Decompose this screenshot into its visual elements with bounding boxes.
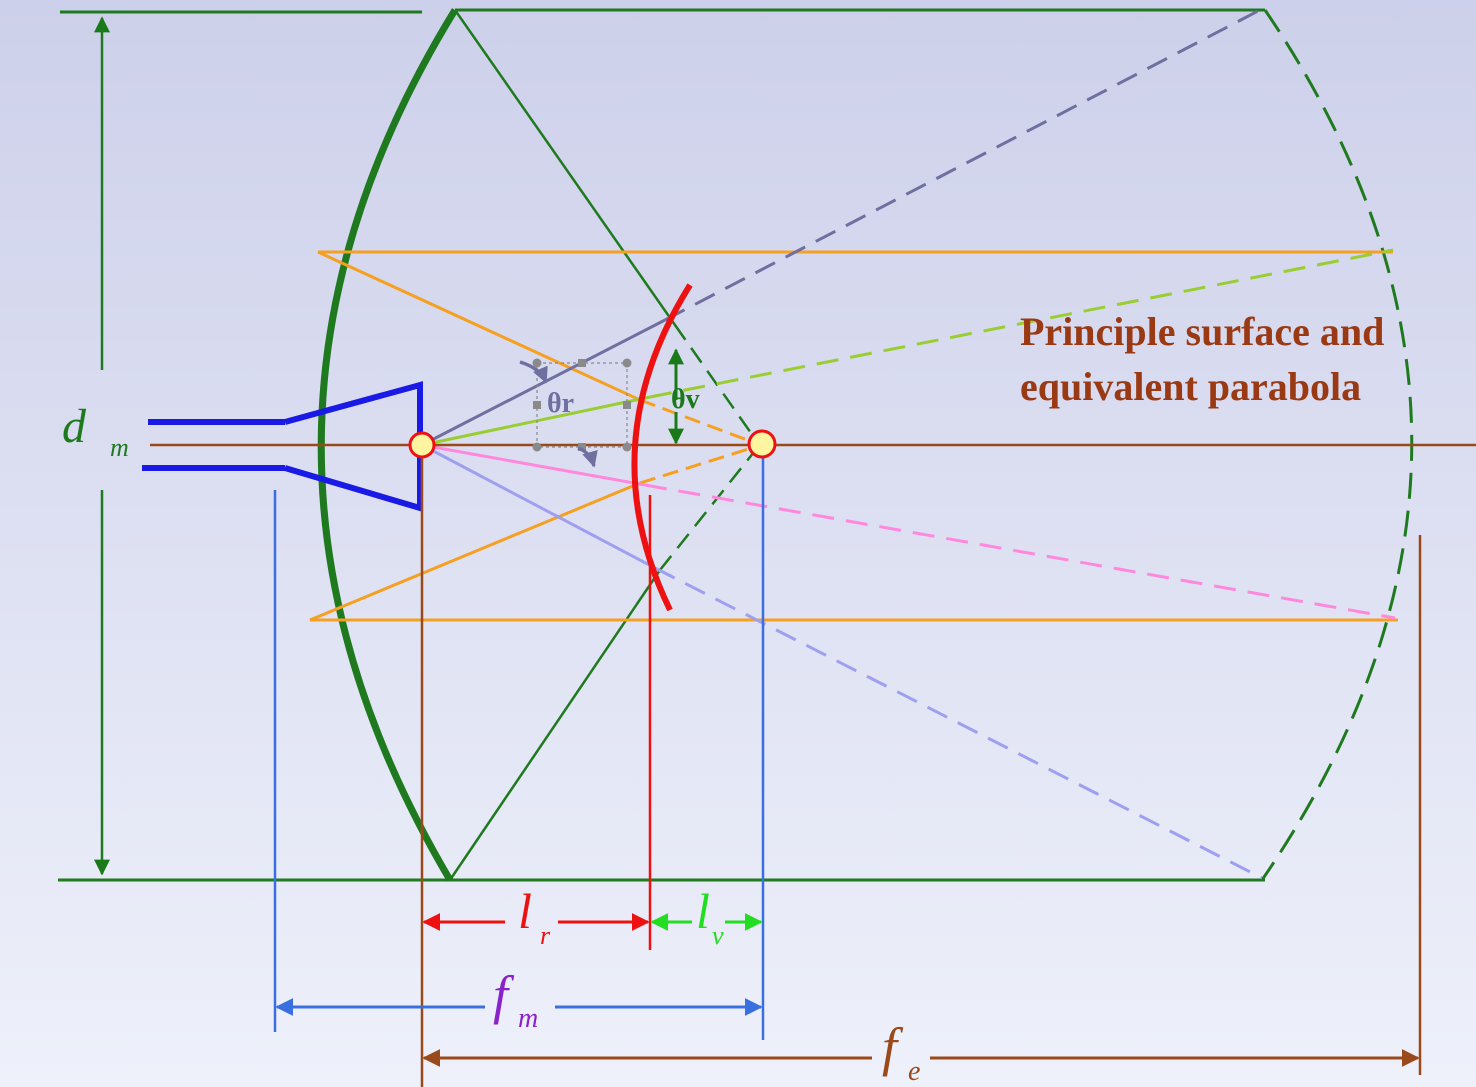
rim-ray-lower: [448, 569, 662, 881]
lv-label: l: [696, 883, 710, 939]
lavender-ray: [421, 443, 656, 570]
lr-label: l: [518, 883, 532, 939]
orange-ray-upper-diagonal: [317, 250, 641, 402]
virtual-focus-point: [747, 429, 777, 459]
theta-r-arrow-bottom: [577, 446, 598, 468]
rim-ray-upper-extension: [673, 324, 760, 444]
purple-ray-extension: [664, 8, 1261, 322]
lime-ray: [421, 395, 651, 447]
lv-subscript: v: [712, 921, 724, 950]
pink-ray: [421, 443, 646, 487]
subreflector: [631, 283, 693, 612]
fe-subscript: e: [908, 1056, 920, 1087]
annotation-line-1: Principle surface and: [1020, 309, 1384, 354]
feed-focus-point: [408, 431, 436, 459]
lime-ray-extension: [649, 248, 1394, 399]
fm-subscript: m: [518, 1003, 538, 1034]
orange-ray-lower-diagonal-ext: [639, 444, 759, 485]
orange-ray-upper-diagonal-ext: [639, 398, 759, 446]
orange-ray-lower-diagonal: [309, 481, 641, 622]
dm-subscript: m: [110, 433, 129, 462]
lr-subscript: r: [540, 921, 551, 950]
theta-r-selection-box: [532, 358, 632, 452]
theta-r-arrow-top: [519, 360, 548, 384]
annotation-line-2: equivalent parabola: [1020, 364, 1361, 409]
theta-r-label: θr: [547, 388, 574, 419]
rim-ray-upper: [453, 9, 677, 326]
lavender-ray-extension: [654, 566, 1263, 880]
main-reflector: [317, 8, 458, 882]
dm-label: d: [62, 400, 87, 453]
pink-ray-extension: [644, 483, 1396, 620]
theta-v-label: θv: [671, 384, 700, 415]
